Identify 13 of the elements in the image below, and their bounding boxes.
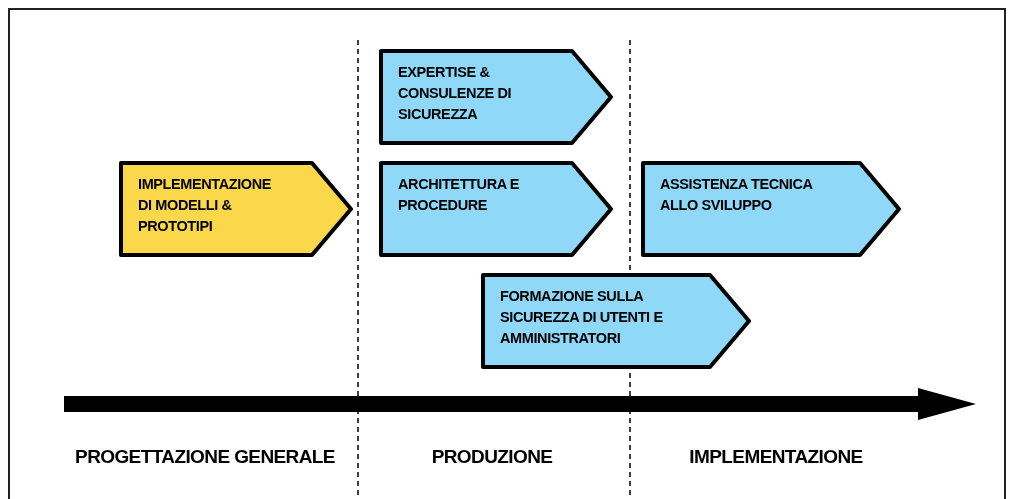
phase-label: IMPLEMENTAZIONE [689,446,863,468]
pentagon-process-box [480,272,752,370]
phase-label: PRODUZIONE [431,446,553,468]
process-label: IMPLEMENTAZIONE DI MODELLI & PROTOTIPI [138,175,273,236]
pentagon-process-box [378,48,614,146]
process-label: ASSISTENZA TECNICA ALLO SVILUPPO [660,175,814,215]
pentagon-process-box [118,160,354,258]
process-label: FORMAZIONE SULLA SICUREZZA DI UTENTI E AMMINISTRATORI [500,287,664,348]
pentagon-process-box [378,160,614,258]
process-label: ARCHITETTURA E PROCEDURE [398,175,521,215]
pentagon-process-box [640,160,902,258]
phase-label: PROGETTAZIONE GENERALE [75,446,335,468]
process-label: EXPERTISE & CONSULENZE DI SICUREZZA [398,63,513,124]
